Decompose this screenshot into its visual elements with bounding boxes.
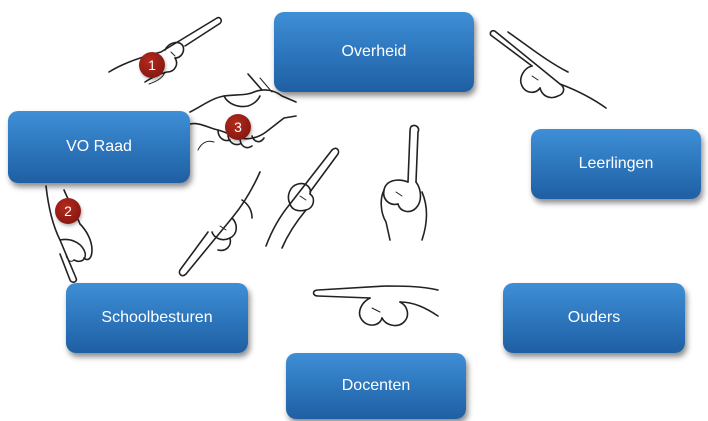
node-schoolbesturen[interactable]: Schoolbesturen <box>66 283 248 353</box>
marker-1: 1 <box>139 52 165 78</box>
node-overheid[interactable]: Overheid <box>274 12 474 92</box>
pointing-hand-icon <box>488 22 608 112</box>
node-leerlingen[interactable]: Leerlingen <box>531 129 701 199</box>
marker-3: 3 <box>225 114 251 140</box>
node-ouders[interactable]: Ouders <box>503 283 685 353</box>
marker-2: 2 <box>55 198 81 224</box>
node-docenten[interactable]: Docenten <box>286 353 466 419</box>
pointing-hand-icon <box>310 272 440 342</box>
node-vo-raad[interactable]: VO Raad <box>8 111 190 183</box>
pointing-hand-icon <box>262 140 342 250</box>
pointing-hand-icon <box>172 170 262 280</box>
pointing-hand-icon <box>372 122 442 242</box>
